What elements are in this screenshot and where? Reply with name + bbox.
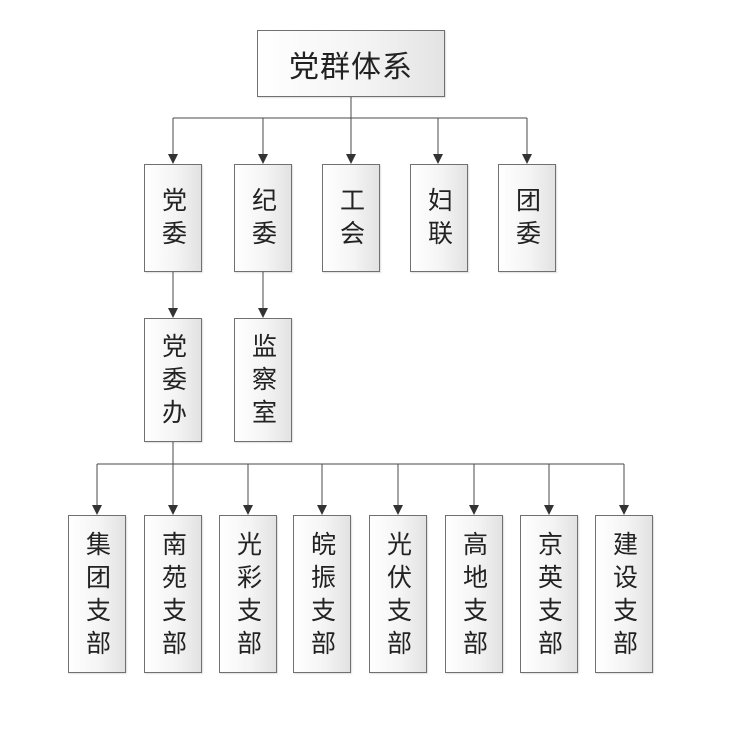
node-branch-guangfu: 光伏支部 — [369, 515, 427, 673]
node-label: 妇联 — [424, 187, 454, 253]
node-supervision-office: 监察室 — [234, 318, 292, 442]
node-label: 高地支部 — [459, 531, 489, 663]
node-label: 光彩支部 — [233, 531, 263, 663]
node-party-committee: 党委 — [144, 164, 202, 272]
node-branch-gaodi: 高地支部 — [445, 515, 503, 673]
node-youth-league: 团委 — [498, 164, 556, 272]
node-label: 建设支部 — [609, 531, 639, 663]
node-label: 南苑支部 — [158, 531, 188, 663]
node-branch-jituan: 集团支部 — [68, 515, 126, 673]
node-label: 党委办 — [158, 333, 188, 432]
node-label: 皖振支部 — [307, 531, 337, 663]
node-root: 党群体系 — [257, 30, 445, 97]
node-womens-federation: 妇联 — [410, 164, 468, 272]
node-root-label: 党群体系 — [289, 49, 413, 85]
node-label: 团委 — [512, 187, 542, 253]
node-trade-union: 工会 — [322, 164, 380, 272]
node-label: 监察室 — [248, 333, 278, 432]
node-label: 京英支部 — [534, 531, 564, 663]
node-branch-guangcai: 光彩支部 — [219, 515, 277, 673]
node-label: 纪委 — [248, 187, 278, 253]
node-label: 集团支部 — [82, 531, 112, 663]
node-branch-jingying: 京英支部 — [520, 515, 578, 673]
node-discipline-committee: 纪委 — [234, 164, 292, 272]
node-branch-jianshe: 建设支部 — [595, 515, 653, 673]
node-label: 党委 — [158, 187, 188, 253]
node-label: 光伏支部 — [383, 531, 413, 663]
node-party-office: 党委办 — [144, 318, 202, 442]
node-branch-nanyuan: 南苑支部 — [144, 515, 202, 673]
node-label: 工会 — [336, 187, 366, 253]
node-branch-wanzhen: 皖振支部 — [293, 515, 351, 673]
